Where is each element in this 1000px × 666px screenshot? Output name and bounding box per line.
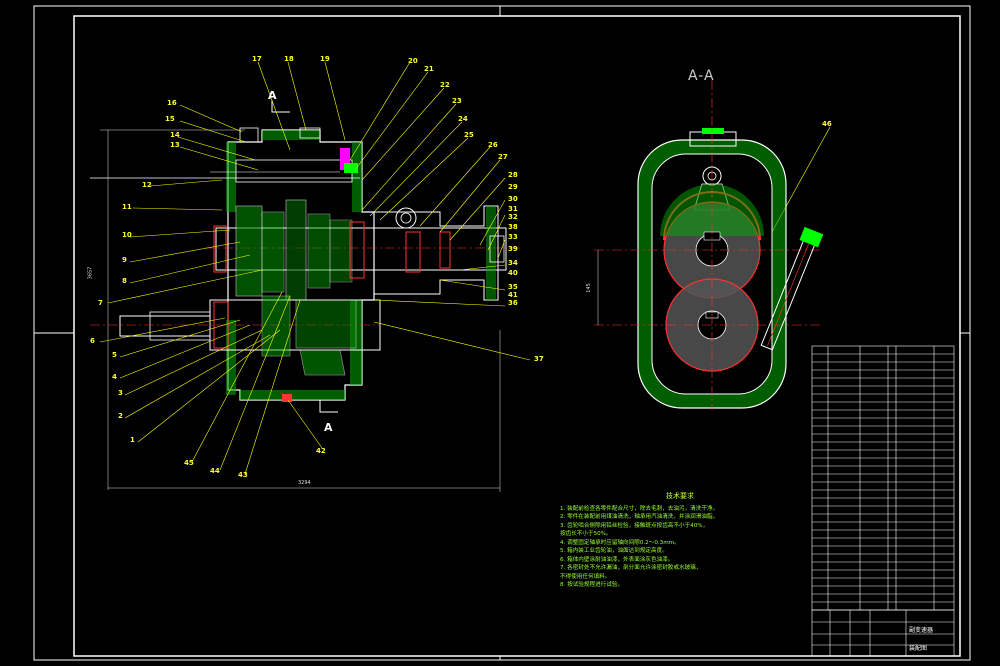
part-label: 33 (508, 233, 518, 241)
dimension-width: 3294 (298, 480, 311, 486)
part-label: 13 (170, 141, 180, 149)
part-label: 18 (284, 55, 294, 63)
tech-requirement-line: 不得使用任何填料。 (560, 573, 611, 580)
section-view-label: A-A (688, 68, 715, 84)
part-label: 26 (488, 141, 498, 149)
part-label: 3 (118, 389, 123, 397)
part-label: 19 (320, 55, 330, 63)
part-label: 28 (508, 171, 518, 179)
tech-requirement-line: 4. 调整固定轴承时应留轴向间隙0.2～0.3mm。 (560, 539, 680, 546)
part-label: 1 (130, 436, 135, 444)
part-label: 11 (122, 203, 132, 211)
part-label: 45 (184, 459, 194, 467)
part-label: 21 (424, 65, 434, 73)
part-label: 42 (316, 447, 326, 455)
part-label: 20 (408, 57, 418, 65)
part-label: 4 (112, 373, 117, 381)
inner-frame (73, 15, 961, 657)
main-section-view (90, 100, 520, 492)
tech-requirement-line: 8. 按试验规程进行试验。 (560, 582, 624, 588)
part-label: 23 (452, 97, 462, 105)
part-label: 36 (508, 299, 518, 307)
tech-requirement-line: 按齿长不小于50%。 (560, 531, 612, 537)
title-block-grid (811, 609, 955, 657)
part-label: 2 (118, 412, 123, 420)
part-label: 29 (508, 183, 518, 191)
part-label: 38 (508, 223, 518, 231)
part-label: 5 (112, 351, 117, 359)
part-label: 43 (238, 471, 248, 479)
part-label: 8 (122, 277, 127, 285)
parts-list-table (811, 345, 955, 611)
part-label: 9 (122, 256, 127, 264)
part-label: 15 (165, 115, 175, 123)
section-marker-bottom: A (324, 421, 333, 434)
dimension-center: 145 (585, 283, 592, 293)
side-section-view (594, 80, 824, 410)
leader-lines (99, 61, 831, 475)
part-label: 7 (98, 299, 103, 307)
part-label: 37 (534, 355, 544, 363)
part-label: 40 (508, 269, 518, 277)
part-label: 31 (508, 205, 518, 213)
part-label: 25 (464, 131, 474, 139)
tech-requirements: 技术要求 1. 装配前检查各零件配合尺寸，除去毛刺，去油污，清洗干净。 2. 零件… (560, 492, 800, 590)
part-label: 35 (508, 283, 518, 291)
part-label: 10 (122, 231, 132, 239)
tech-requirement-line: 7. 各密封处不允许漏油，剖分面允许涂密封胶或水玻璃， (560, 565, 702, 571)
tech-requirement-line: 6. 箱体内壁涂耐油油漆，外表面涂灰色油漆。 (560, 556, 674, 563)
part-label: 14 (170, 131, 180, 139)
tech-requirement-line: 3. 齿轮啮合侧隙用铅丝检验，接触斑点按齿高不小于40%， (560, 522, 709, 529)
part-label: 41 (508, 291, 518, 299)
part-label: 22 (440, 81, 450, 89)
title-block: 副变速器 装配图 (909, 625, 933, 661)
tech-requirement-line: 2. 零件在装配前用煤油清洗，轴承用汽油清洗，并涂润滑油脂。 (560, 514, 719, 520)
part-label: 44 (210, 467, 220, 475)
part-label: 34 (508, 259, 518, 267)
dimension-height: 3657 (87, 266, 94, 280)
part-label: 27 (498, 153, 508, 161)
part-label: 39 (508, 245, 518, 253)
part-label: 32 (508, 213, 518, 221)
section-marker-top: A (268, 89, 277, 102)
part-label: 6 (90, 337, 95, 345)
part-label: 12 (142, 181, 152, 189)
drawing-subtitle: 装配图 (909, 645, 928, 652)
tech-requirement-line: 1. 装配前检查各零件配合尺寸，除去毛刺，去油污，清洗干净。 (560, 505, 719, 512)
tech-requirement-line: 5. 箱内装工业齿轮油，油面达到规定高度。 (560, 548, 668, 554)
part-label: 24 (458, 115, 468, 123)
part-label-46: 46 (822, 120, 832, 128)
tech-requirements-title: 技术要求 (666, 492, 694, 500)
part-label: 30 (508, 195, 518, 203)
part-label: 16 (167, 99, 177, 107)
part-label: 17 (252, 55, 262, 63)
drawing-name: 副变速器 (909, 627, 934, 634)
